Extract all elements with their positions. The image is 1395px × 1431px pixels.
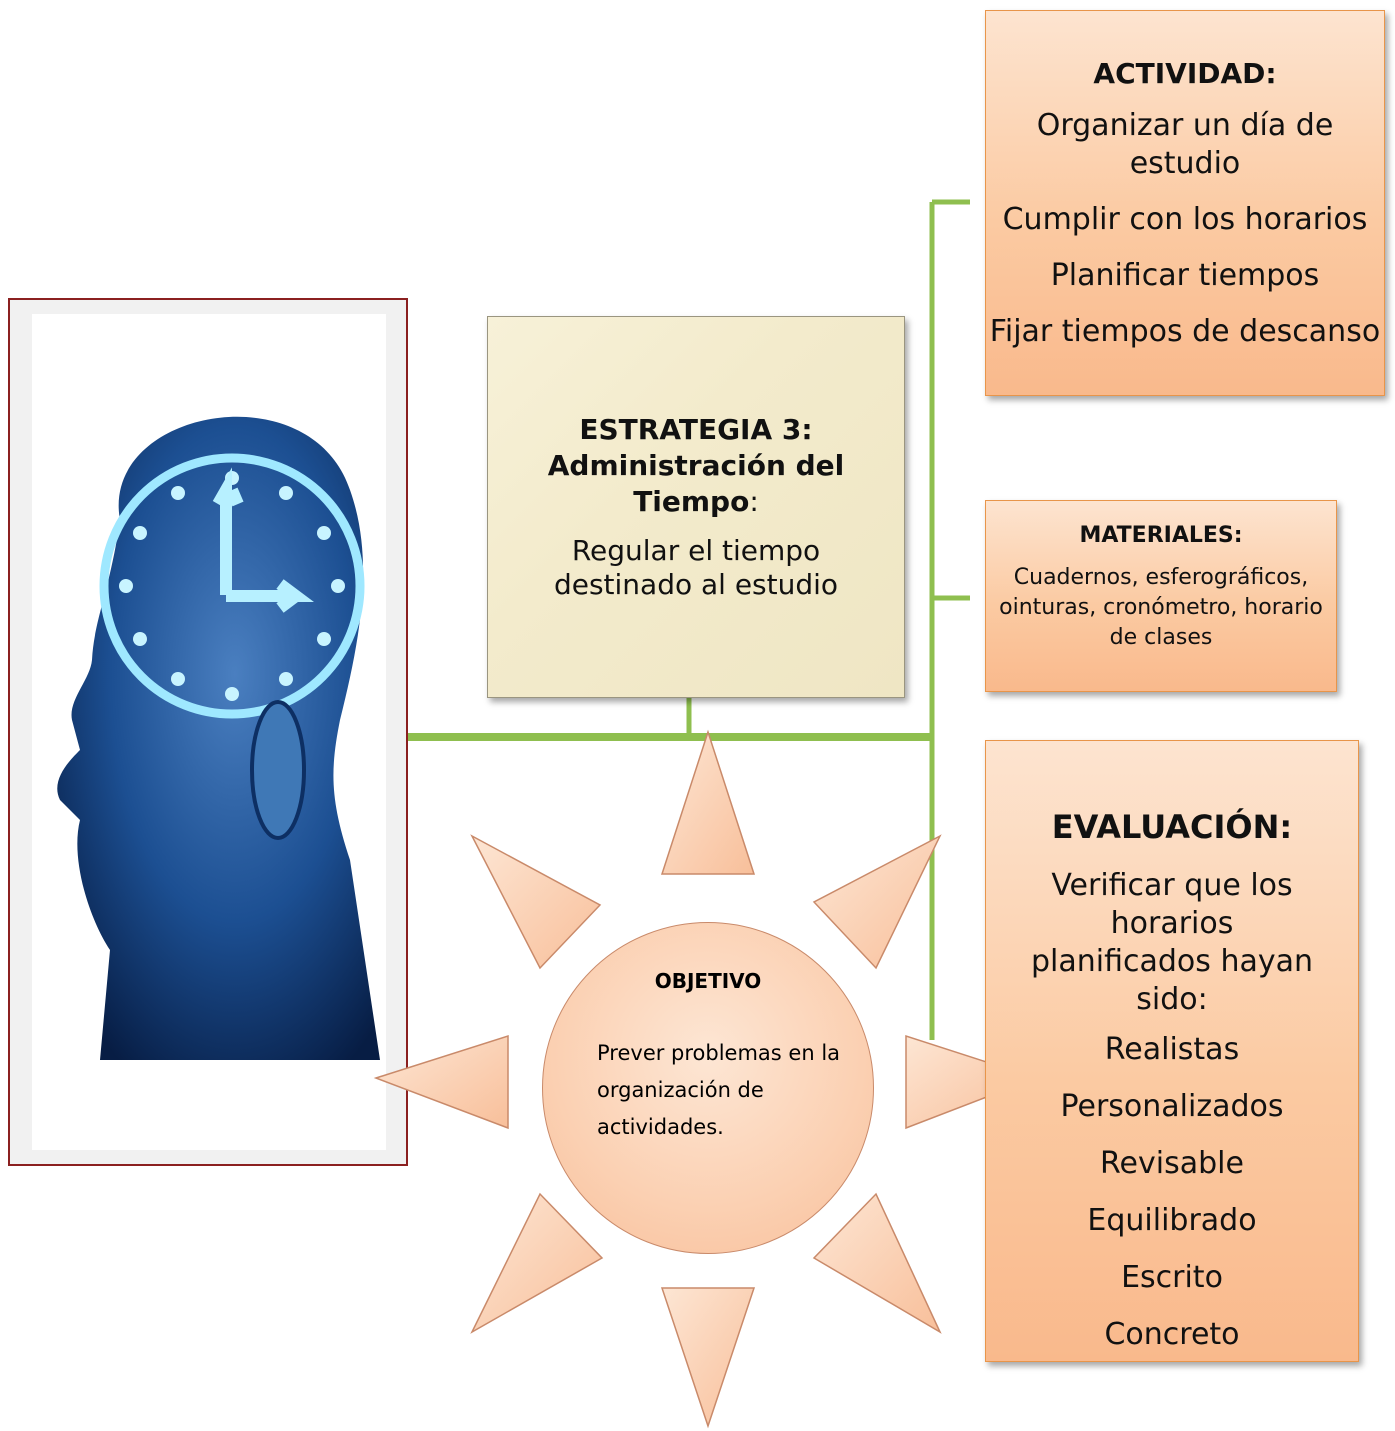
evaluation-heading: EVALUACIÓN: bbox=[1051, 808, 1293, 846]
sun-ray bbox=[812, 834, 942, 970]
evaluation-box: EVALUACIÓN: Verificar que los horarios p… bbox=[985, 740, 1359, 1362]
materials-heading: MATERIALES: bbox=[1079, 523, 1243, 548]
activity-item: Planificar tiempos bbox=[1050, 258, 1320, 293]
activity-item: Cumplir con los horarios bbox=[1002, 202, 1368, 237]
strategy-title: ESTRATEGIA 3: Administración del Tiempo: bbox=[528, 412, 865, 520]
strategy-description: Regular el tiempo destinado al estudio bbox=[553, 534, 839, 601]
sun-ray bbox=[373, 1034, 509, 1130]
materials-box: MATERIALES: Cuadernos, esferográficos, o… bbox=[985, 500, 1337, 692]
activity-item: Organizar un día de estudio bbox=[1036, 108, 1334, 181]
activity-item: Fijar tiempos de descanso bbox=[989, 314, 1381, 349]
evaluation-item: Escrito bbox=[1121, 1260, 1223, 1295]
evaluation-item: Realistas bbox=[1104, 1032, 1240, 1067]
activity-heading: ACTIVIDAD: bbox=[1093, 57, 1277, 90]
sun-ray bbox=[470, 834, 602, 970]
sun-ray bbox=[470, 1192, 604, 1334]
materials-body: Cuadernos, esferográficos, ointuras, cro… bbox=[999, 565, 1323, 650]
head-clock-image bbox=[8, 298, 408, 1166]
strategy-title-line1: ESTRATEGIA 3: bbox=[579, 413, 813, 446]
strategy-title-line3: Tiempo bbox=[633, 485, 750, 518]
sun-ray bbox=[660, 729, 756, 875]
head-clock-icon bbox=[10, 300, 406, 1164]
objective-heading: OBJETIVO bbox=[654, 969, 762, 993]
evaluation-item: Concreto bbox=[1104, 1317, 1240, 1352]
strategy-title-colon: : bbox=[749, 485, 759, 518]
objective-body: Prever problemas en la organización de a… bbox=[597, 1041, 841, 1139]
activity-box: ACTIVIDAD: Organizar un día de estudio C… bbox=[985, 10, 1385, 396]
sun-ray bbox=[812, 1192, 942, 1334]
sun-ray bbox=[905, 1034, 1039, 1130]
evaluation-intro: Verificar que los horarios planificados … bbox=[1031, 868, 1313, 1017]
sun-ray bbox=[660, 1287, 756, 1429]
evaluation-item: Revisable bbox=[1100, 1146, 1244, 1181]
objective-circle: OBJETIVO Prever problemas en la organiza… bbox=[542, 922, 874, 1254]
evaluation-item: Equilibrado bbox=[1087, 1203, 1257, 1238]
evaluation-item: Personalizados bbox=[1060, 1089, 1284, 1124]
strategy-box: ESTRATEGIA 3: Administración del Tiempo:… bbox=[487, 316, 905, 698]
strategy-title-line2: Administración del bbox=[547, 449, 845, 482]
